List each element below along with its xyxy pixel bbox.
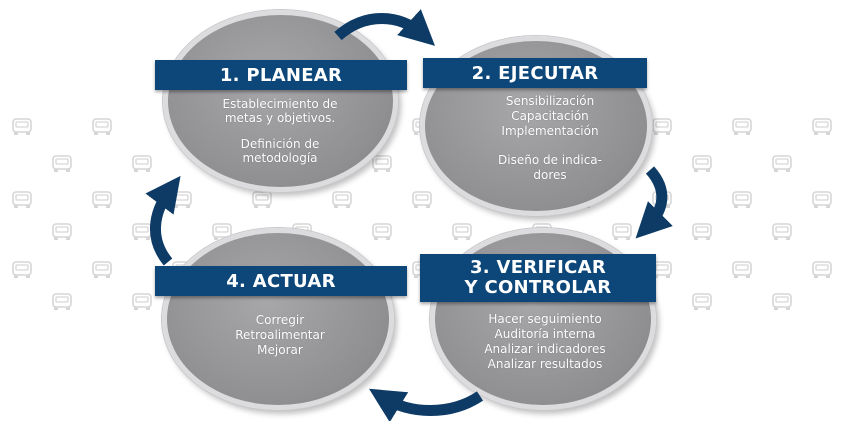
- step-3-line: Hacer seguimiento: [488, 312, 602, 326]
- step-4-title-line: 4. ACTUAR: [226, 270, 336, 292]
- step-1-line: Definición de: [240, 137, 320, 151]
- step-3-description: Hacer seguimiento Auditoría interna Anal…: [445, 312, 645, 372]
- car-icon: [12, 261, 32, 279]
- car-icon: [372, 155, 392, 173]
- car-icon: [452, 223, 472, 241]
- step-1-title: 1. PLANEAR: [155, 60, 407, 90]
- car-icon: [812, 261, 832, 279]
- step-4-ellipse: [162, 228, 394, 410]
- step-2-title-line: 2. EJECUTAR: [471, 62, 599, 84]
- car-icon: [692, 223, 712, 241]
- step-1-title-line: 1. PLANEAR: [219, 64, 343, 86]
- car-icon: [92, 118, 112, 136]
- car-icon: [52, 293, 72, 311]
- car-icon: [12, 118, 32, 136]
- step-4-line: Mejorar: [257, 343, 303, 357]
- car-icon: [612, 223, 632, 241]
- step-2-description: Sensibilización Capacitación Implementac…: [470, 94, 630, 183]
- car-icon: [132, 223, 152, 241]
- car-icon: [732, 191, 752, 209]
- step-1-description: Establecimiento de metas y objetivos. De…: [205, 97, 355, 165]
- car-icon: [252, 191, 272, 209]
- car-icon: [772, 293, 792, 311]
- step-3-title-line-1: 3. VERIFICAR: [469, 257, 606, 278]
- car-icon: [692, 155, 712, 173]
- car-icon: [172, 191, 192, 209]
- step-4-line: Retroalimentar: [235, 328, 325, 342]
- step-2-line: Diseño de indica-: [498, 153, 602, 167]
- step-3-line: Analizar resultados: [487, 357, 603, 371]
- car-icon: [52, 223, 72, 241]
- car-icon: [12, 191, 32, 209]
- car-icon: [132, 293, 152, 311]
- step-1-line: metodología: [242, 151, 318, 165]
- car-icon: [132, 155, 152, 173]
- step-4-line: Corregir: [255, 313, 305, 327]
- car-icon: [372, 223, 392, 241]
- step-4-title: 4. ACTUAR: [155, 266, 407, 296]
- car-icon: [812, 191, 832, 209]
- car-icon: [812, 118, 832, 136]
- car-icon: [412, 191, 432, 209]
- car-icon: [652, 191, 672, 209]
- car-icon: [732, 118, 752, 136]
- car-icon: [92, 261, 112, 279]
- car-icon: [652, 118, 672, 136]
- car-icon: [332, 191, 352, 209]
- car-icon: [772, 223, 792, 241]
- car-icon: [732, 261, 752, 279]
- step-1-ellipse: [163, 10, 398, 192]
- step-2-line: Sensibilización: [505, 94, 595, 108]
- step-3-line: Analizar indicadores: [484, 342, 606, 356]
- car-icon: [772, 155, 792, 173]
- car-icon: [92, 191, 112, 209]
- step-3-title-line-2: Y CONTROLAR: [464, 277, 612, 298]
- step-1-line: Establecimiento de: [222, 97, 338, 111]
- step-3-line: Auditoría interna: [494, 327, 596, 341]
- step-2-title: 2. EJECUTAR: [423, 58, 647, 88]
- step-1-line: metas y objetivos.: [224, 111, 336, 125]
- car-icon: [52, 155, 72, 173]
- car-icon: [692, 293, 712, 311]
- step-3-title: 3. VERIFICAR Y CONTROLAR: [420, 254, 656, 302]
- step-4-description: Corregir Retroalimentar Mejorar: [205, 313, 355, 358]
- step-2-line: Implementación: [501, 124, 599, 138]
- step-2-line: dores: [533, 168, 567, 182]
- step-2-line: Capacitación: [511, 109, 589, 123]
